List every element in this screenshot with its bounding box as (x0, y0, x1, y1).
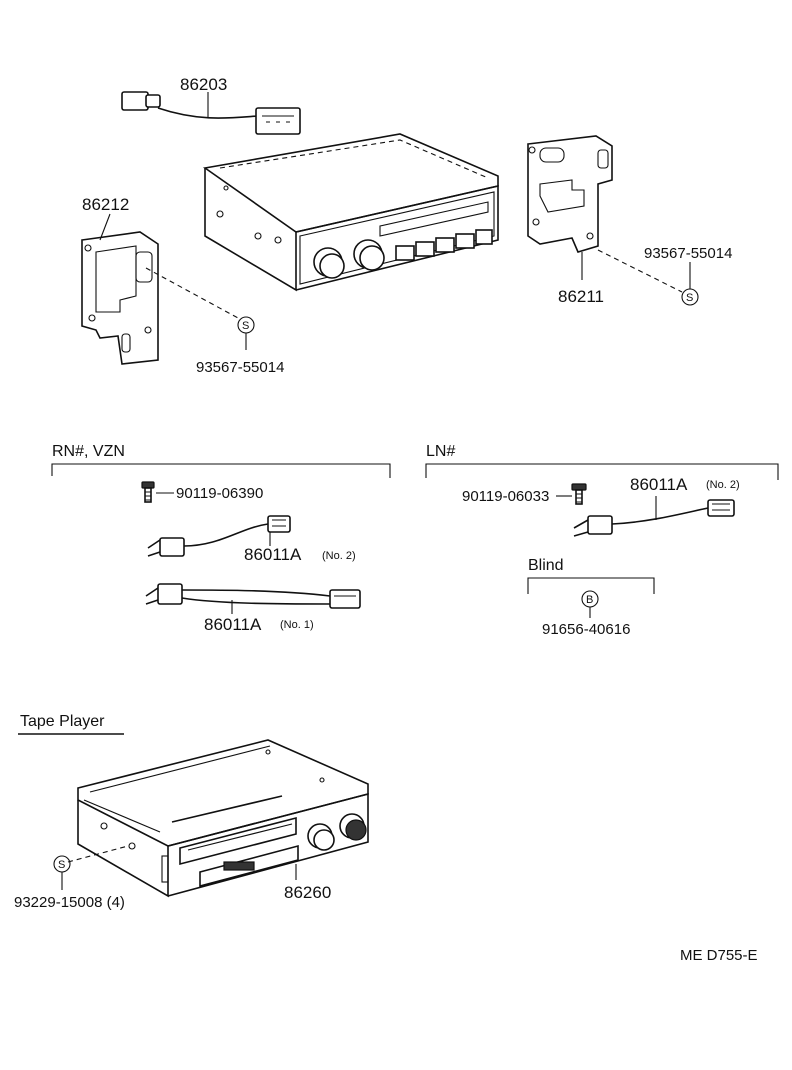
bolt-90119-06390 (141, 481, 155, 503)
part-91656-40616-label: 91656-40616 (542, 621, 630, 638)
connector-86203 (121, 91, 301, 135)
part-86203-label: 86203 (180, 75, 227, 94)
bracket-86212 (81, 231, 159, 365)
section-blind-bracket (527, 577, 655, 594)
part-86211-label: 86211 (558, 287, 604, 306)
screw-s-right: S (686, 292, 693, 304)
part-86011A-right-no2-suffix: (No. 2) (706, 479, 740, 491)
wire-86011A-no1-left (145, 583, 361, 609)
section-ln-label: LN# (426, 443, 455, 460)
part-86212-label: 86212 (82, 195, 129, 214)
part-86011A-left-no1-suffix: (No. 1) (280, 619, 314, 631)
part-86011A-left-no1-label: 86011A (204, 615, 262, 634)
part-93567-left-label: 93567-55014 (196, 359, 284, 376)
tape-screw-s-symbol: S (58, 859, 65, 871)
section-tape-player-label: Tape Player (20, 713, 105, 730)
tape-player-unit (77, 739, 369, 898)
part-93229-15008-label: 93229-15008 (4) (14, 894, 125, 911)
part-86011A-left-no2-suffix: (No. 2) (322, 550, 356, 562)
section-rn-vzn-bracket (51, 463, 391, 478)
part-86011A-left-no2-label: 86011A (244, 545, 302, 564)
bracket-86211 (527, 135, 613, 253)
part-86260-label: 86260 (284, 883, 331, 902)
part-90119-06033-label: 90119-06033 (462, 488, 549, 505)
part-90119-06390-label: 90119-06390 (176, 485, 263, 502)
section-ln-bracket (425, 463, 779, 480)
bolt-90119-06033 (571, 483, 587, 505)
part-93567-right-label: 93567-55014 (644, 245, 732, 262)
section-rn-vzn-label: RN#, VZN (52, 443, 125, 460)
screw-s-left: S (242, 320, 249, 332)
blind-b-symbol: B (586, 594, 593, 606)
radio-unit (202, 133, 499, 292)
wire-86011A-no2-left (147, 515, 291, 557)
diagram-code: ME D755-E (680, 947, 758, 964)
section-blind-label: Blind (528, 557, 564, 574)
wire-86011A-no2-right (573, 499, 735, 537)
part-86011A-right-no2-label: 86011A (630, 475, 688, 494)
